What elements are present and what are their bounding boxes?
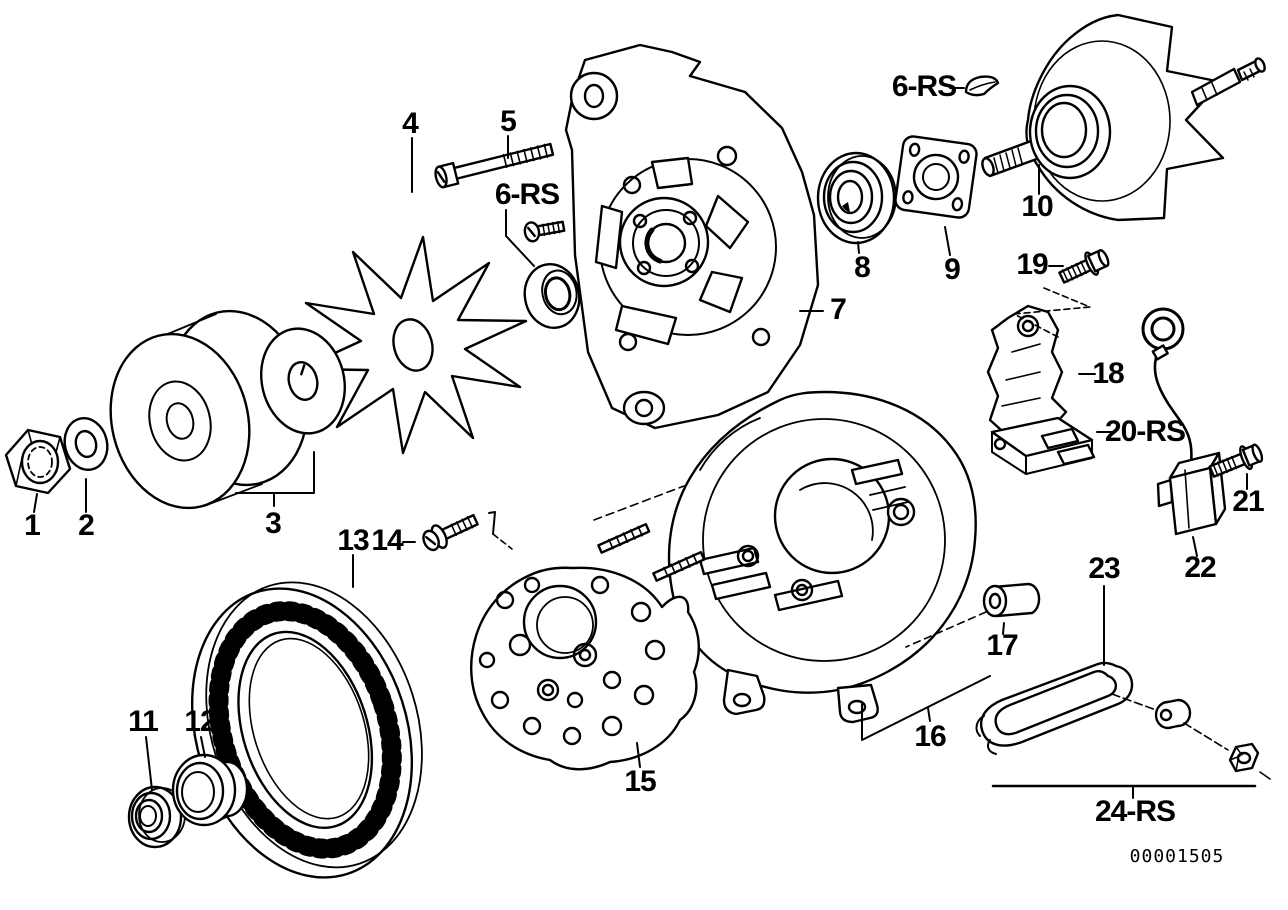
part-label-7: 7	[830, 293, 847, 326]
part-6rs-collar-drawing	[519, 259, 585, 333]
part-label-19: 19	[1016, 248, 1048, 281]
part-17-sleeve-drawing	[984, 584, 1039, 616]
part-16-rear-housing-drawing	[669, 392, 976, 722]
part-2-washer-drawing	[59, 414, 112, 475]
part-label-23: 23	[1088, 552, 1120, 585]
part-label-6-rs-left: 6-RS	[494, 178, 560, 211]
part-label-1: 1	[24, 509, 41, 542]
part-label-22: 22	[1184, 551, 1216, 584]
part-label-12: 12	[184, 705, 216, 738]
part-15-rectifier-drawing	[471, 486, 704, 769]
part-label-20-rs: 20-RS	[1104, 415, 1186, 448]
part-label-4: 4	[402, 107, 419, 140]
part-22-brush-holder-drawing	[1143, 309, 1225, 534]
pulley-washer-disc	[250, 320, 355, 443]
part-24rs-nuts-drawing	[1156, 700, 1258, 771]
part-label-14: 14	[371, 524, 403, 557]
part-label-11: 11	[128, 705, 159, 738]
part-label-9: 9	[944, 253, 961, 286]
part-11-bearing-drawing	[129, 787, 185, 847]
part-7-front-housing-drawing	[566, 45, 818, 428]
part-3-pulley-drawing	[93, 296, 356, 523]
rectifier-stud-bolts	[598, 523, 705, 581]
part-label-18: 18	[1092, 357, 1124, 390]
part-18-regulator-drawing	[988, 306, 1094, 474]
part-5-bolt-drawing	[434, 139, 555, 188]
document-number: 00001505	[1129, 846, 1225, 867]
part-1-nut-drawing	[6, 430, 70, 493]
leader-lines	[34, 88, 1270, 798]
part-20rs-brushes-drawing	[1042, 429, 1094, 464]
part-6rs-key-drawing	[966, 77, 998, 96]
part-label-17: 17	[986, 629, 1018, 662]
part-13-stator-drawing	[156, 554, 459, 906]
part-label-2: 2	[78, 509, 95, 542]
part-label-21: 21	[1232, 485, 1264, 518]
part-21-screw-drawing	[1207, 441, 1265, 483]
part-6rs-screw-drawing	[523, 217, 565, 242]
part-9-retainer-plate-drawing	[894, 135, 978, 219]
part-label-8: 8	[854, 251, 871, 284]
part-label-15: 15	[624, 765, 656, 798]
part-4-fan-drawing	[300, 237, 526, 453]
part-10-rotor-drawing	[980, 15, 1266, 220]
part-label-10: 10	[1021, 190, 1053, 223]
part-label-16: 16	[914, 720, 946, 753]
part-23-clamp-drawing	[977, 663, 1133, 754]
part-label-6-rs-right: 6-RS	[891, 70, 957, 103]
part-19-screw-drawing	[1057, 246, 1112, 289]
part-8-bearing-drawing	[818, 153, 896, 243]
part-label-5: 5	[500, 105, 517, 138]
part-label-13: 13	[337, 524, 369, 557]
part-14-screw-drawing	[420, 509, 481, 554]
part-label-24-rs: 24-RS	[1094, 795, 1176, 828]
part-12-cap-drawing	[173, 755, 247, 825]
part-label-3: 3	[265, 507, 282, 540]
